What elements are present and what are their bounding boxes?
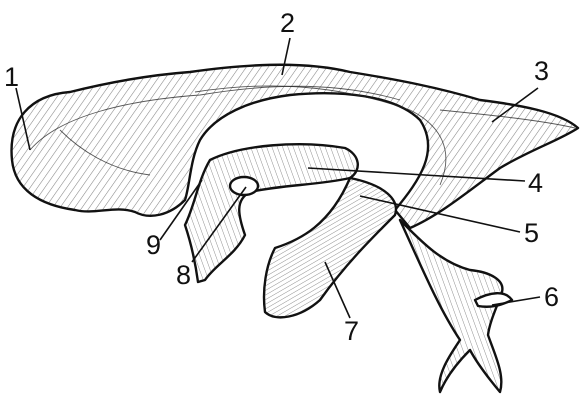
fourth-ventricle-shape — [400, 220, 512, 392]
label-2: 2 — [280, 8, 295, 38]
label-9: 9 — [146, 230, 161, 260]
label-1: 1 — [4, 62, 19, 92]
label-4: 4 — [528, 168, 543, 198]
label-3: 3 — [534, 56, 549, 86]
label-5: 5 — [524, 218, 539, 248]
label-7: 7 — [344, 316, 359, 346]
label-6: 6 — [544, 282, 559, 312]
label-8: 8 — [176, 260, 191, 290]
